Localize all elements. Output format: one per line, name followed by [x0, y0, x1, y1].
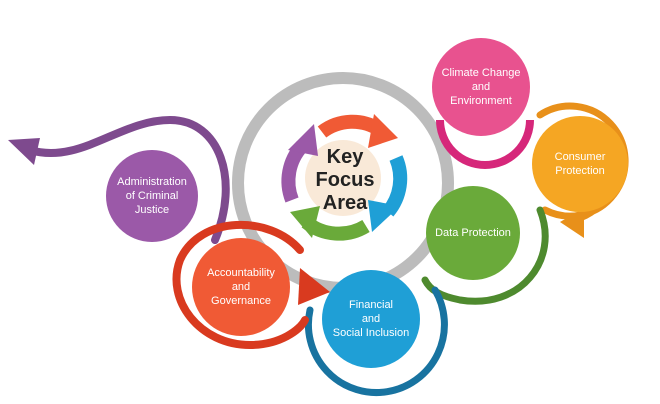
consumer-arrow-head [560, 208, 584, 238]
node-financial-inclusion-label: Financial and Social Inclusion [332, 299, 410, 339]
cycle-arrow-right-head [368, 200, 400, 232]
left-arrow-head [8, 138, 40, 165]
center-fill [305, 140, 381, 216]
criminal-justice-arm [26, 115, 230, 244]
node-accountability-label: Accountability and Governance [207, 267, 275, 307]
node-climate-change: Climate Change and Environment [432, 38, 530, 136]
node-consumer-protection-label: Consumer Protection [554, 151, 606, 177]
accountability-ring [172, 220, 309, 350]
climate-ring [436, 119, 534, 169]
node-criminal-justice-label: Administration of Criminal Justice [117, 176, 187, 216]
node-accountability: Accountability and Governance [192, 238, 290, 336]
node-consumer-protection: Consumer Protection [532, 116, 628, 212]
cycle-arrow-left-head [288, 124, 318, 156]
cycle-arrow-bottom-head [290, 206, 320, 238]
node-criminal-justice: Administration of Criminal Justice [106, 150, 198, 242]
node-climate-change-label: Climate Change and Environment [441, 67, 521, 107]
accountability-arrow-head [298, 268, 330, 305]
node-financial-inclusion: Financial and Social Inclusion [322, 270, 420, 368]
cycle-arrow-top-head [368, 114, 398, 148]
node-data-protection-label: Data Protection [435, 227, 511, 239]
financial-ring [304, 286, 448, 397]
node-data-protection: Data Protection [426, 186, 520, 280]
center-label: Key Focus Area [315, 145, 375, 214]
